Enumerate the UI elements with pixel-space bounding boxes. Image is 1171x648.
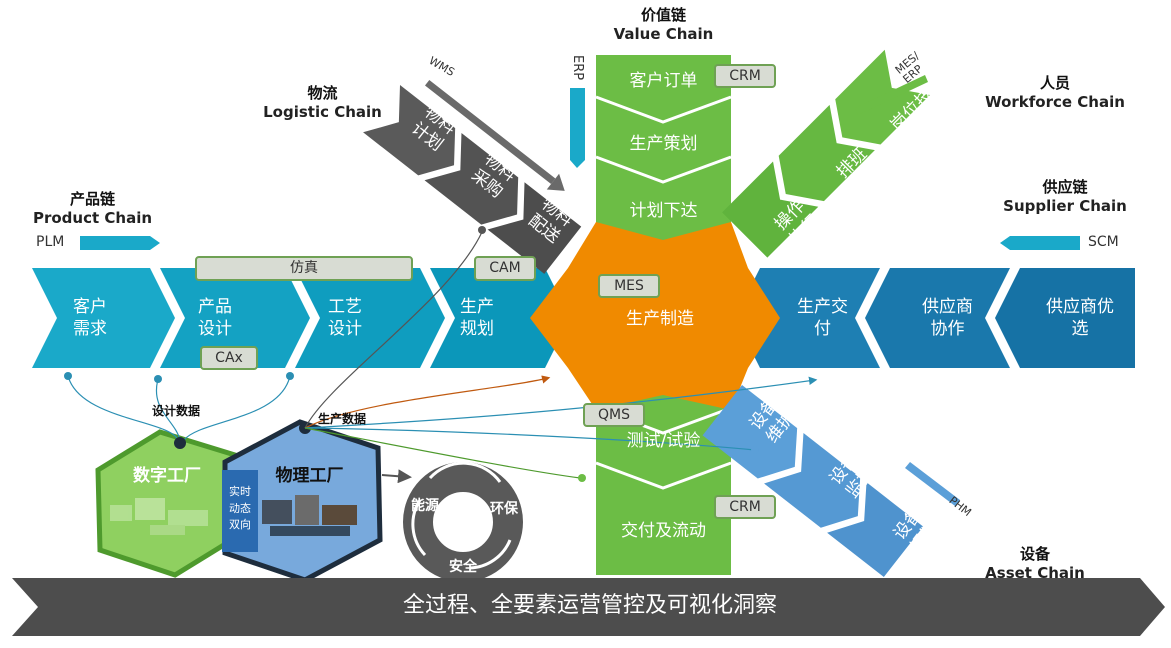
product-caption: 产品链 Product Chain bbox=[25, 190, 160, 228]
asset-title-zh: 设备 bbox=[1019, 545, 1050, 563]
cycle-environment: 环保 bbox=[490, 501, 518, 517]
supplier-title-zh: 供应链 bbox=[1042, 178, 1088, 196]
digital-factory-hex bbox=[95, 429, 243, 578]
supplier-step-3: 供应商优 选 bbox=[1046, 297, 1114, 340]
asset-caption: 设备 Asset Chain bbox=[965, 545, 1105, 583]
bidirectional-label: 实时 动态 双向 bbox=[229, 485, 251, 531]
sim-tag: 仿真 bbox=[195, 256, 413, 281]
value-chain-caption: 价值链 Value Chain bbox=[596, 6, 731, 44]
crm-tag-top: CRM bbox=[714, 64, 776, 88]
value-chain-title-zh: 价值链 bbox=[640, 6, 686, 24]
delivery-step: 交付及流动 bbox=[621, 521, 706, 541]
asset-chain-band bbox=[702, 385, 924, 578]
logistic-title-zh: 物流 bbox=[307, 84, 338, 102]
resource-cycle bbox=[403, 461, 523, 582]
asset-system-arrow bbox=[905, 462, 960, 506]
physical-factory-illustration bbox=[262, 495, 357, 536]
production-data-label: 生产数据 bbox=[318, 412, 367, 426]
value-chain-title-en: Value Chain bbox=[613, 24, 714, 43]
digital-factory-label: 数字工厂 bbox=[133, 466, 201, 486]
product-title-en: Product Chain bbox=[32, 208, 153, 227]
scm-arrow bbox=[1000, 236, 1080, 250]
logistic-chain-band bbox=[363, 79, 582, 274]
bottom-banner-text: 全过程、全要素运营管控及可视化洞察 bbox=[402, 593, 777, 618]
value-step-3: 计划下达 bbox=[629, 201, 698, 221]
erp-label: ERP bbox=[570, 55, 585, 81]
product-title-zh: 产品链 bbox=[69, 190, 115, 208]
design-data-label: 设计数据 bbox=[152, 404, 201, 418]
crm-tag-bottom: CRM bbox=[714, 495, 776, 519]
center-label: 生产制造 bbox=[626, 309, 694, 329]
value-step-2: 生产策划 bbox=[629, 134, 698, 154]
test-step: 测试/试验 bbox=[626, 431, 701, 451]
product-chain-band bbox=[32, 268, 570, 368]
logistic-caption: 物流 Logistic Chain bbox=[255, 84, 390, 122]
physical-factory-label: 物理工厂 bbox=[275, 466, 344, 486]
product-step-1: 客户 需求 bbox=[73, 297, 107, 340]
supplier-title-en: Supplier Chain bbox=[1003, 196, 1127, 215]
qms-tag: QMS bbox=[583, 403, 645, 427]
connection-lines bbox=[64, 226, 818, 482]
scm-label: SCM bbox=[1088, 234, 1119, 250]
workforce-title-zh: 人员 bbox=[1039, 74, 1070, 92]
cycle-energy: 能源 bbox=[411, 498, 439, 514]
logistic-title-en: Logistic Chain bbox=[263, 102, 382, 121]
cam-tag: CAM bbox=[474, 256, 536, 281]
supplier-step-1: 生产交 付 bbox=[797, 297, 848, 340]
product-step-3: 工艺 设计 bbox=[328, 297, 362, 340]
bidirectional-strip bbox=[222, 470, 258, 552]
workforce-caption: 人员 Workforce Chain bbox=[975, 74, 1135, 112]
workforce-system-arrow bbox=[855, 75, 928, 115]
cax-tag: CAx bbox=[200, 346, 258, 370]
product-step-4: 生产 规划 bbox=[460, 297, 494, 340]
value-step-1: 客户订单 bbox=[629, 71, 698, 91]
production-star bbox=[530, 222, 780, 410]
bottom-banner-shape bbox=[12, 578, 1165, 636]
supplier-chain-band bbox=[735, 268, 1135, 368]
supplier-step-2: 供应商 协作 bbox=[922, 297, 973, 340]
asset-title-en: Asset Chain bbox=[985, 563, 1085, 582]
cycle-safety: 安全 bbox=[449, 559, 477, 575]
digital-factory-illustration bbox=[110, 498, 208, 535]
supplier-caption: 供应链 Supplier Chain bbox=[995, 178, 1135, 216]
mes-tag: MES bbox=[598, 274, 660, 298]
product-step-2: 产品 设计 bbox=[198, 297, 232, 340]
plm-arrow bbox=[80, 236, 160, 250]
plm-label: PLM bbox=[36, 234, 65, 250]
workforce-title-en: Workforce Chain bbox=[985, 92, 1125, 111]
erp-arrow bbox=[570, 88, 585, 168]
